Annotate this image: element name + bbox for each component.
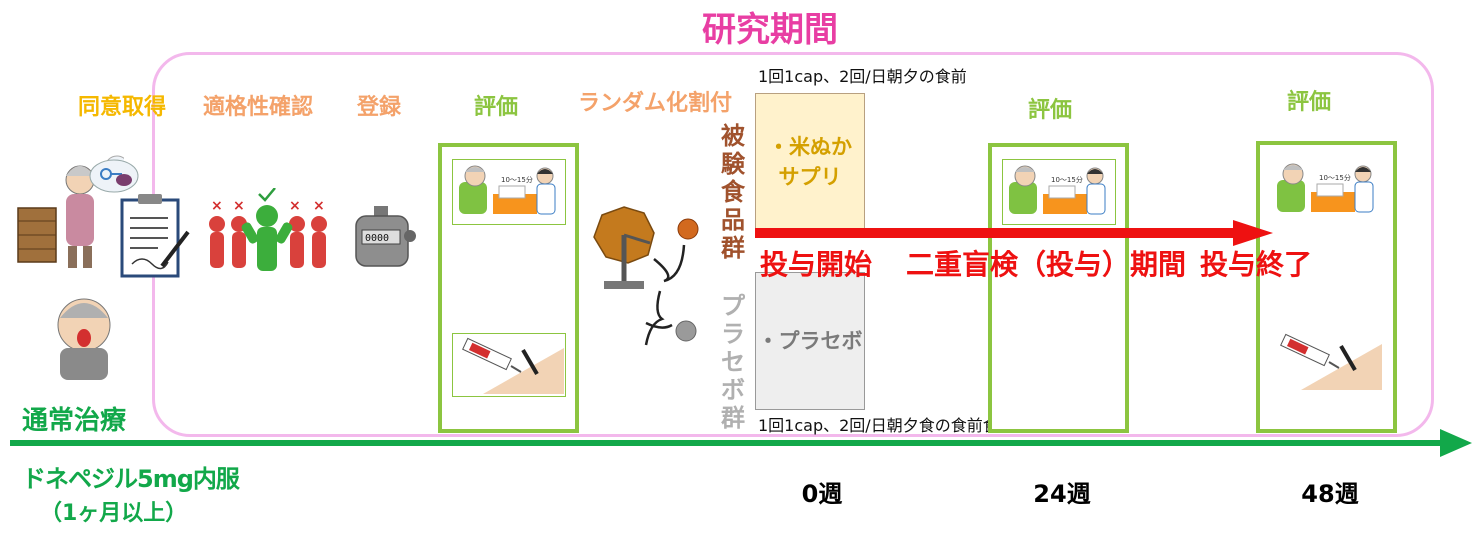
evaluation-label-2: 評価 xyxy=(1028,98,1073,123)
svg-text:10〜15分: 10〜15分 xyxy=(501,175,533,184)
evaluation-box-1: 10〜15分 xyxy=(438,143,579,433)
dosing-start-label: 投与開始 xyxy=(760,248,873,281)
standard-care-label: 通常治療 xyxy=(22,406,127,436)
study-period-title: 研究期間 xyxy=(560,8,980,52)
svg-text:×: × xyxy=(289,198,301,214)
evaluation-label-1: 評価 xyxy=(474,95,519,120)
eligibility-people-icon: × × × × xyxy=(209,188,327,271)
dosage-bottom: 1回1cap、2回/日朝夕食の食前食間 xyxy=(758,416,1015,435)
blood-draw-icon xyxy=(1270,329,1384,393)
evaluation-box-3: 10〜15分 xyxy=(1256,141,1397,433)
doctor-consultation-icon: 10〜15分 xyxy=(1270,157,1384,223)
svg-text:×: × xyxy=(233,198,245,214)
step-consent: 同意取得 xyxy=(78,95,167,120)
test-group-label: 被験食品群 xyxy=(721,122,745,262)
evaluation-label-3: 評価 xyxy=(1287,90,1332,115)
week-48-label: 48週 xyxy=(1301,480,1359,508)
placebo-group-label: プラセボ群 xyxy=(721,292,745,432)
svg-text:×: × xyxy=(211,198,223,214)
placebo-product-box: ・プラセボ xyxy=(755,272,865,410)
registration-counter-icon: 0000 xyxy=(355,206,416,267)
step-registration: 登録 xyxy=(357,95,402,120)
doctor-consultation-icon: 10〜15分 xyxy=(1002,159,1116,225)
dosing-period-arrow xyxy=(755,220,1273,246)
evaluation-box-2: 10〜15分 xyxy=(988,143,1129,433)
dosage-top: 1回1cap、2回/日朝夕の食前 xyxy=(758,67,967,86)
svg-text:10〜15分: 10〜15分 xyxy=(1319,173,1351,182)
donepezil-label: ドネペジル5mg内服 xyxy=(22,465,240,493)
blood-draw-icon xyxy=(452,333,566,397)
svg-text:×: × xyxy=(313,198,325,214)
dosing-end-label: 投与終了 xyxy=(1200,248,1313,281)
step-eligibility: 適格性確認 xyxy=(203,95,314,120)
consent-people-icon xyxy=(17,155,124,380)
consent-form-icon xyxy=(120,194,190,278)
lottery-machine-icon xyxy=(593,206,699,346)
svg-text:0000: 0000 xyxy=(365,233,389,244)
test-product-box: ・米ぬか サプリ xyxy=(755,93,865,231)
svg-text:10〜15分: 10〜15分 xyxy=(1051,175,1083,184)
placebo-product-label: ・プラセボ xyxy=(757,329,863,353)
memory-bubble-icon xyxy=(89,159,139,193)
timeline-arrow xyxy=(10,429,1472,457)
week-0-label: 0週 xyxy=(801,480,843,508)
donepezil-duration-label: （1ヶ月以上） xyxy=(40,501,188,526)
doctor-consultation-icon: 10〜15分 xyxy=(452,159,566,225)
week-24-label: 24週 xyxy=(1033,480,1091,508)
step-randomization: ランダム化割付 xyxy=(578,91,733,116)
double-blind-period-label: 二重盲検（投与）期間 xyxy=(906,248,1187,281)
test-product-label: ・米ぬか サプリ xyxy=(768,135,852,189)
